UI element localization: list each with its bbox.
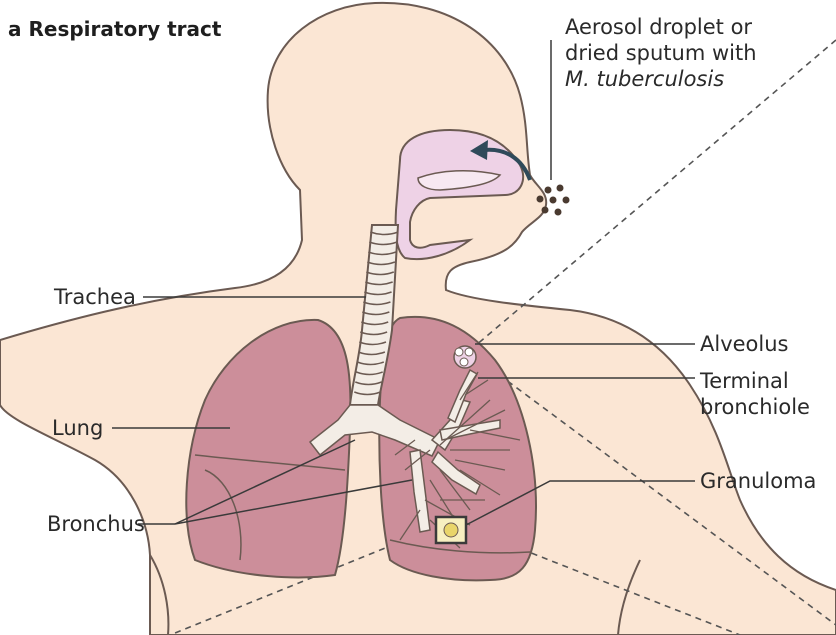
figure-title: a Respiratory tract: [8, 16, 221, 42]
aerosol-label: Aerosol droplet or dried sputum with M. …: [565, 14, 757, 92]
granuloma-label: Granuloma: [700, 468, 816, 494]
alveolus-cluster: [454, 346, 476, 368]
aerosol-label-line-3: M. tuberculosis: [565, 66, 757, 92]
title-text: Respiratory tract: [29, 17, 222, 41]
alveolus-label: Alveolus: [700, 331, 788, 357]
terminal-bronchiole-line-1: Terminal: [700, 368, 810, 394]
terminal-bronchiole-label: Terminal bronchiole: [700, 368, 810, 420]
granuloma: [436, 517, 466, 543]
lung-label: Lung: [52, 415, 103, 441]
panel-letter: a: [8, 17, 22, 41]
terminal-bronchiole-line-2: bronchiole: [700, 394, 810, 420]
bronchus-label: Bronchus: [47, 511, 145, 537]
aerosol-label-line-2: dried sputum with: [565, 40, 757, 66]
aerosol-label-line-1: Aerosol droplet or: [565, 14, 757, 40]
trachea-label: Trachea: [54, 284, 136, 310]
